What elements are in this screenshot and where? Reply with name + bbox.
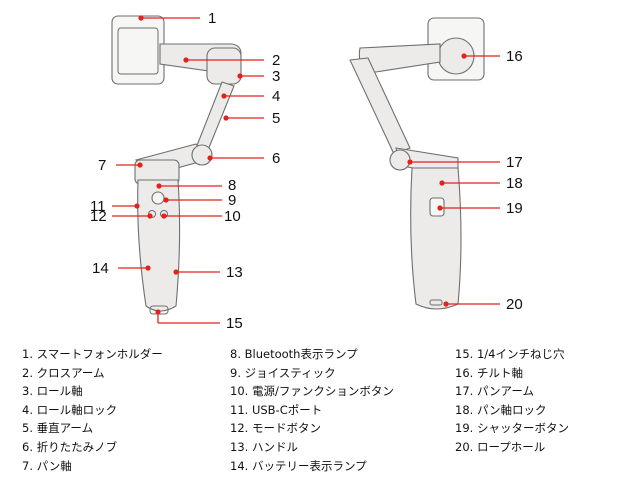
- callout-17: 17: [506, 154, 523, 171]
- legend-item: 13. ハンドル: [230, 439, 298, 454]
- callout-11: 11: [90, 198, 106, 215]
- legend-item: 4. ロール軸ロック: [22, 402, 118, 417]
- callouts: 1 2 3 4 5 6 7 8 9 10: [90, 10, 523, 332]
- parts-legend: 1. スマートフォンホルダー 2. クロスアーム 3. ロール軸 4. ロール軸…: [0, 345, 640, 481]
- callout-7: 7: [98, 157, 106, 174]
- callout-12: 12: [90, 208, 107, 225]
- gimbal-diagram: 1 2 3 4 5 6 7 8 9 10: [90, 10, 523, 332]
- shutter-button: [429, 197, 445, 217]
- legend-item: 7. パン軸: [22, 458, 72, 473]
- callout-1: 1: [208, 10, 216, 27]
- legend-item: 8. Bluetooth表示ランプ: [230, 347, 358, 361]
- legend-column-1: 1. スマートフォンホルダー 2. クロスアーム 3. ロール軸 4. ロール軸…: [22, 345, 163, 475]
- legend-item: 17. パンアーム: [455, 384, 534, 399]
- callout-16: 16: [506, 48, 523, 65]
- callout-20: 20: [506, 296, 523, 313]
- handle-back: [410, 167, 462, 310]
- gimbal-front-view: [111, 15, 242, 315]
- callout-6: 6: [272, 150, 280, 167]
- callout-4: 4: [272, 88, 280, 105]
- legend-item: 15. 1/4インチねじ穴: [455, 347, 565, 361]
- callout-3: 3: [272, 68, 280, 85]
- callout-9: 9: [228, 192, 236, 209]
- vertical-arm: [195, 81, 235, 151]
- handle: [137, 179, 181, 312]
- legend-item: 1. スマートフォンホルダー: [22, 347, 163, 361]
- legend-column-2: 8. Bluetooth表示ランプ 9. ジョイスティック 10. 電源/ファン…: [230, 345, 394, 475]
- legend-item: 11. USB-Cポート: [230, 402, 323, 417]
- callout-2: 2: [272, 52, 280, 69]
- legend-item: 6. 折りたたみノブ: [22, 439, 118, 454]
- legend-item: 2. クロスアーム: [22, 365, 105, 380]
- folding-knob: [191, 144, 213, 166]
- callout-8: 8: [228, 177, 236, 194]
- vertical-arm-back: [349, 57, 411, 155]
- legend-item: 16. チルト軸: [455, 365, 523, 380]
- legend-item: 12. モードボタン: [230, 421, 321, 436]
- callout-13: 13: [226, 264, 243, 281]
- legend-column-3: 15. 1/4インチねじ穴 16. チルト軸 17. パンアーム 18. パン軸…: [455, 345, 569, 457]
- callout-15: 15: [226, 315, 243, 332]
- legend-item: 3. ロール軸: [22, 384, 83, 399]
- legend-item: 18. パン軸ロック: [455, 402, 547, 417]
- callout-5: 5: [272, 110, 280, 127]
- legend-item: 10. 電源/ファンクションボタン: [230, 384, 394, 399]
- legend-item: 20. ロープホール: [455, 439, 546, 454]
- legend-item: 5. 垂直アーム: [22, 421, 94, 436]
- joystick: [151, 191, 165, 205]
- callout-10: 10: [224, 208, 241, 225]
- gimbal-back-view: [349, 17, 485, 310]
- legend-item: 9. ジョイスティック: [230, 365, 336, 380]
- callout-14: 14: [92, 260, 109, 277]
- legend-item: 19. シャッターボタン: [455, 421, 569, 436]
- callout-18: 18: [506, 175, 523, 192]
- legend-item: 14. バッテリー表示ランプ: [230, 458, 367, 473]
- roll-axis: [206, 47, 242, 85]
- callout-19: 19: [506, 200, 523, 217]
